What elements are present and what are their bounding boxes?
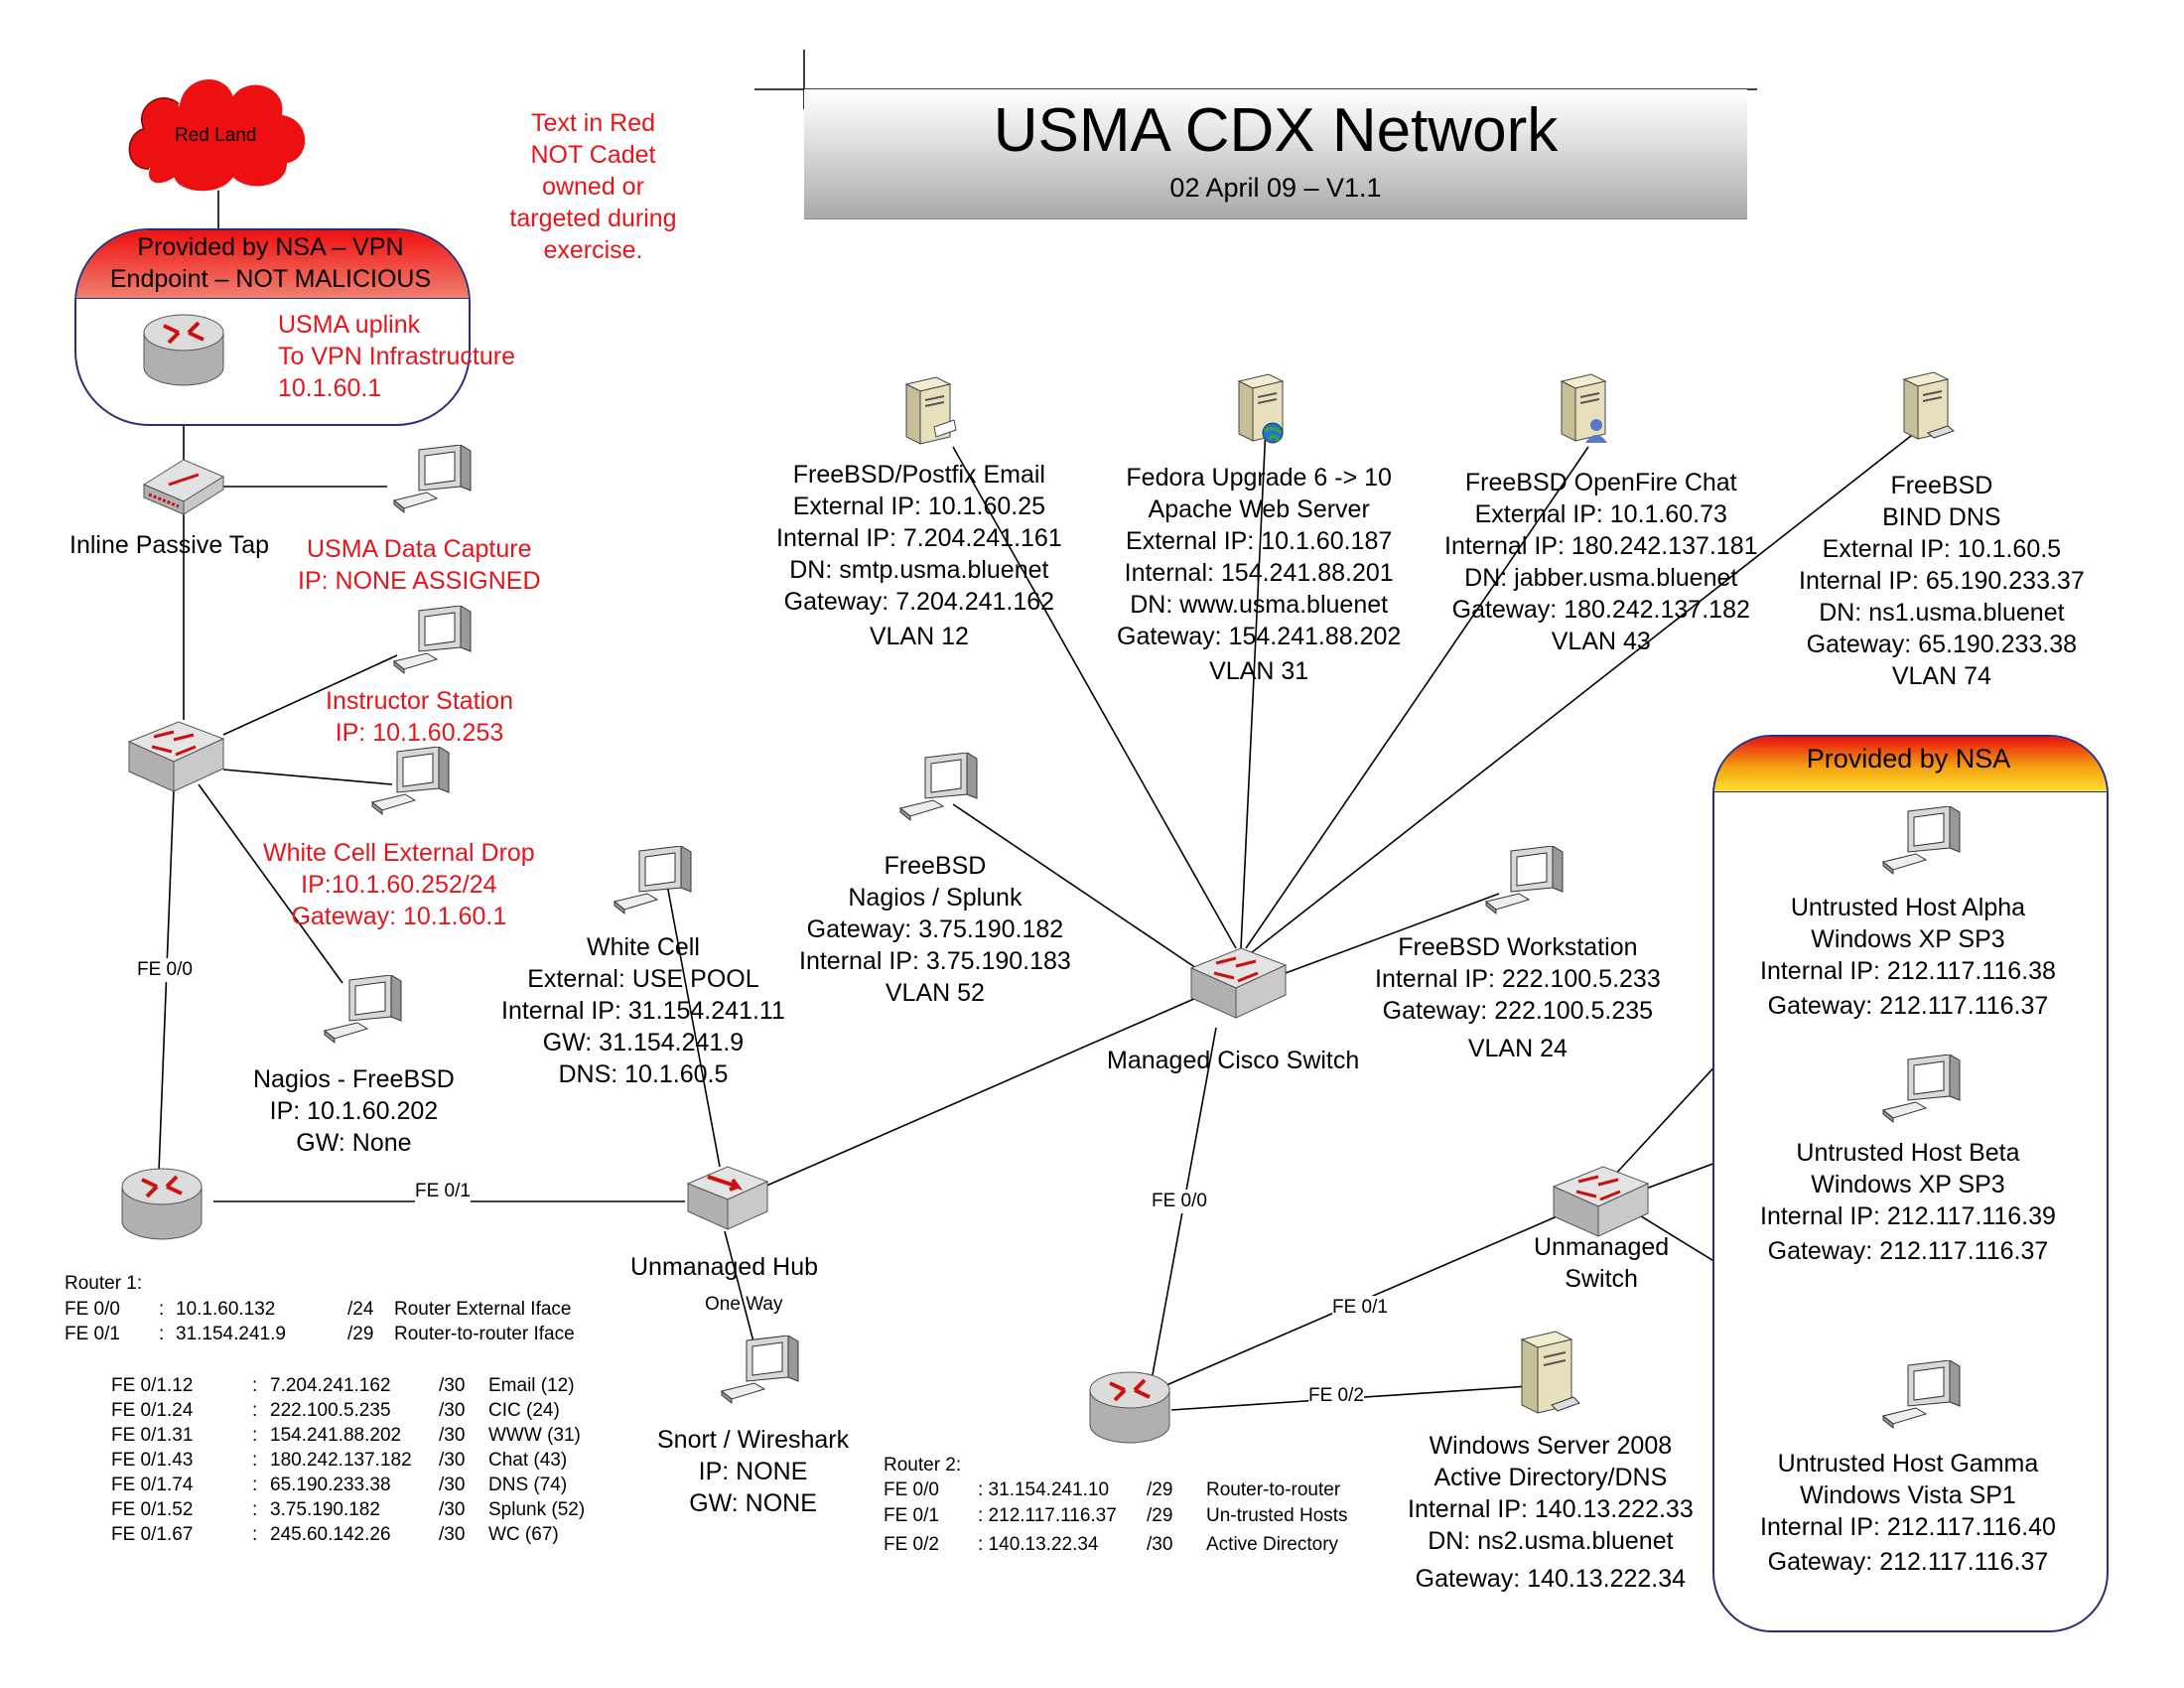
workstation-icon bbox=[370, 747, 450, 816]
host-alpha-label: Untrusted Host Alpha Windows XP SP3 Inte… bbox=[1760, 894, 2056, 1020]
host-gamma-label: Untrusted Host Gamma Windows Vista SP1 I… bbox=[1760, 1450, 2056, 1576]
wire-msw-dns bbox=[1250, 431, 1917, 954]
chat-server-label: FreeBSD OpenFire Chat External IP: 10.1.… bbox=[1444, 469, 1758, 655]
router-icon bbox=[121, 1168, 203, 1240]
red-legend-note: Text in Red NOT Cadet owned or targeted … bbox=[509, 109, 677, 264]
workstation-icon bbox=[392, 445, 472, 514]
title-box: USMA CDX Network 02 April 09 – V1.1 bbox=[804, 89, 1747, 219]
red-land-label: Red Land bbox=[175, 125, 257, 146]
chat-server-icon bbox=[1560, 373, 1607, 443]
wire-switch1-instructor bbox=[222, 654, 398, 736]
nsa-vpn-header bbox=[76, 230, 469, 299]
wire-hub-snort bbox=[724, 1230, 755, 1346]
dns-server-icon bbox=[1902, 371, 1955, 440]
instructor-station-label: Instructor Station IP: 10.1.60.253 bbox=[326, 687, 513, 747]
web-server-icon bbox=[1237, 373, 1285, 444]
snort-label: Snort / Wireshark IP: NONE GW: NONE bbox=[657, 1426, 850, 1517]
unmanaged-hub-label: Unmanaged Hub bbox=[630, 1253, 819, 1281]
workstation-icon bbox=[898, 753, 978, 822]
managed-switch-label: Managed Cisco Switch bbox=[1107, 1047, 1360, 1074]
workstation-icon bbox=[323, 975, 402, 1045]
workstation-icon bbox=[720, 1336, 799, 1405]
switch-icon bbox=[127, 721, 225, 792]
page-subtitle: 02 April 09 – V1.1 bbox=[1169, 173, 1382, 203]
wire-switch1-nagios bbox=[198, 783, 343, 984]
ad-server-icon bbox=[1520, 1331, 1580, 1414]
router2-title: Router 2: bbox=[884, 1455, 962, 1476]
nagios-splunk-label: FreeBSD Nagios / Splunk Gateway: 3.75.19… bbox=[799, 852, 1071, 1007]
one-way-label: One Way bbox=[705, 1294, 783, 1315]
wire-msw-email bbox=[952, 446, 1237, 949]
email-server-label: FreeBSD/Postfix Email External IP: 10.1.… bbox=[776, 461, 1062, 650]
router1-title: Router 1: bbox=[65, 1273, 143, 1294]
workstation-icon bbox=[1881, 806, 1961, 876]
workstation-icon bbox=[1881, 1360, 1961, 1430]
wire-msw-chat bbox=[1245, 446, 1589, 949]
tap-icon bbox=[142, 459, 225, 515]
nsa-untrusted-group bbox=[1712, 735, 2109, 1632]
unmanaged-switch-label: Unmanaged Switch bbox=[1534, 1233, 1670, 1293]
link-label-r2-fe00: FE 0/0 bbox=[1152, 1190, 1207, 1213]
nsa-vpn-group bbox=[74, 228, 471, 426]
inline-tap-label: Inline Passive Tap bbox=[69, 531, 270, 559]
usma-uplink-label: USMA uplink To VPN Infrastructure 10.1.6… bbox=[278, 311, 515, 402]
page-title: USMA CDX Network bbox=[993, 96, 1559, 165]
nsa-group-title: Provided by NSA bbox=[1806, 744, 2011, 774]
host-beta-label: Untrusted Host Beta Windows XP SP3 Inter… bbox=[1760, 1139, 2056, 1265]
router-icon bbox=[143, 314, 224, 386]
nagios-freebsd-label: Nagios - FreeBSD IP: 10.1.60.202 GW: Non… bbox=[253, 1065, 455, 1157]
link-label-r2-fe01: FE 0/1 bbox=[1332, 1296, 1388, 1320]
data-capture-label: USMA Data Capture IP: NONE ASSIGNED bbox=[298, 535, 541, 595]
white-cell-label: White Cell External: USE POOL Internal I… bbox=[501, 933, 785, 1088]
dns-server-label: FreeBSD BIND DNS External IP: 10.1.60.5 … bbox=[1799, 472, 2085, 690]
wire-hub-whitecell bbox=[664, 873, 721, 1168]
white-cell-external-label: White Cell External Drop IP:10.1.60.252/… bbox=[263, 839, 535, 930]
workstation-icon bbox=[392, 606, 472, 675]
nsa-group-header bbox=[1714, 737, 2107, 792]
wire-msw-workstation bbox=[1285, 893, 1500, 974]
cloud-icon bbox=[128, 77, 308, 194]
nsa-vpn-header-text: Provided by NSA – VPN Endpoint – NOT MAL… bbox=[109, 233, 432, 293]
wire-switch1-whitecellext bbox=[222, 769, 393, 785]
web-server-label: Fedora Upgrade 6 -> 10 Apache Web Server… bbox=[1117, 464, 1402, 685]
router-icon bbox=[1089, 1371, 1170, 1444]
wire-msw-web bbox=[1240, 426, 1267, 949]
link-label-r1-fe00: FE 0/0 bbox=[137, 958, 193, 982]
wire-msw-nagiossplunk bbox=[952, 803, 1197, 969]
workstation-icon bbox=[613, 846, 692, 915]
switch-icon bbox=[1552, 1166, 1650, 1237]
link-label-r1-fe01: FE 0/1 bbox=[415, 1180, 471, 1203]
wire-hub-managedswitch bbox=[763, 997, 1197, 1188]
win2008-label: Windows Server 2008 Active Directory/DNS… bbox=[1408, 1432, 1694, 1593]
email-server-icon bbox=[904, 376, 957, 445]
switch-icon bbox=[1189, 947, 1288, 1019]
workstation-label: FreeBSD Workstation Internal IP: 222.100… bbox=[1375, 933, 1661, 1062]
hub-icon bbox=[686, 1166, 769, 1230]
workstation-icon bbox=[1484, 846, 1564, 915]
link-label-r2-fe02: FE 0/2 bbox=[1308, 1384, 1364, 1408]
workstation-icon bbox=[1881, 1055, 1961, 1124]
